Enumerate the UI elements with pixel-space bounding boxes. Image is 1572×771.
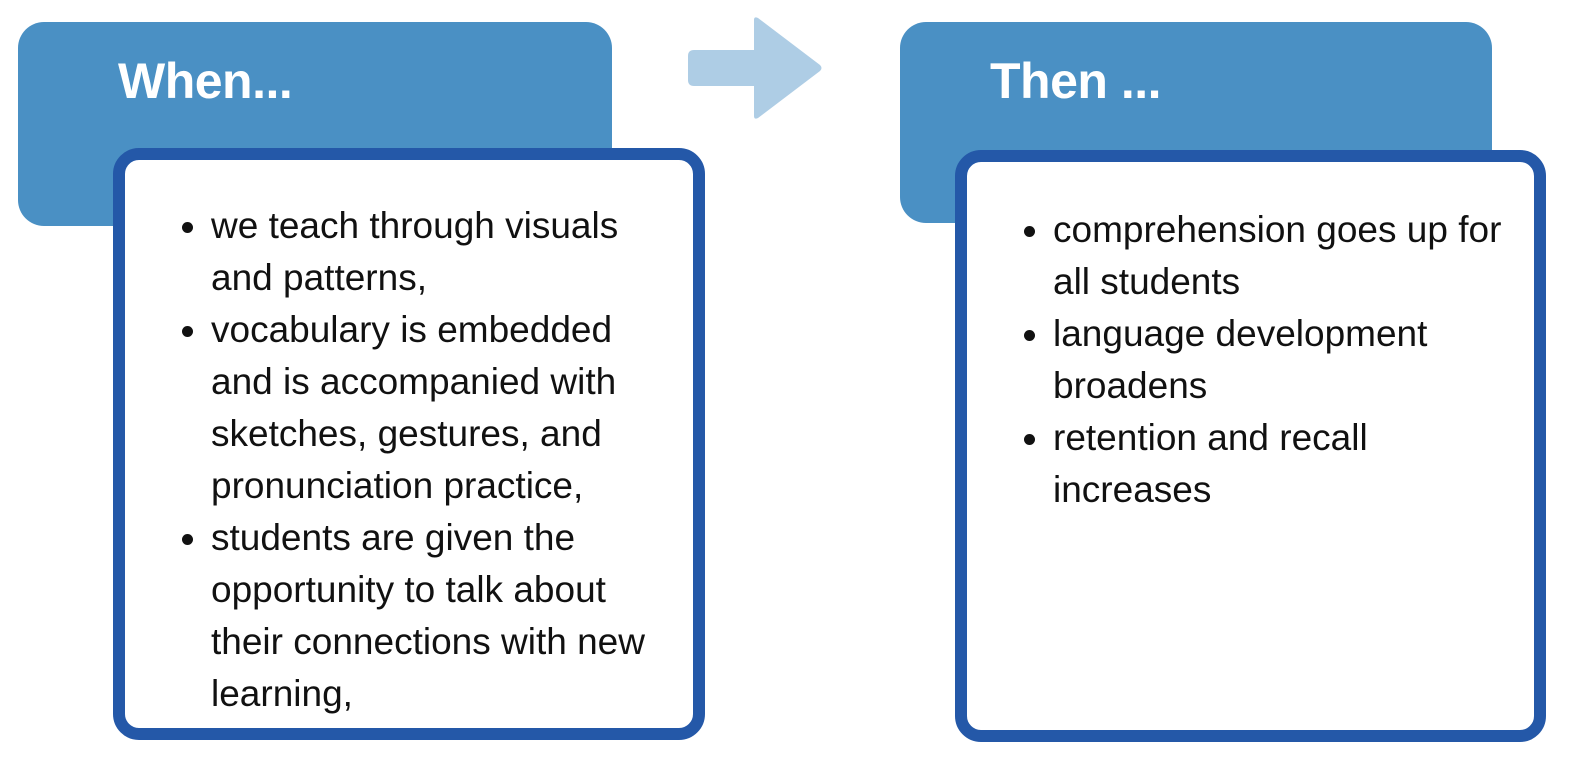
when-content-card: we teach through visuals and patterns, v… — [113, 148, 705, 740]
then-bullet-item-1: comprehension goes up for all students — [1015, 204, 1507, 308]
then-bullet-item-3: retention and recall increases — [1015, 412, 1507, 516]
then-bullet-item-2: language development broadens — [1015, 308, 1507, 412]
then-bullet-list: comprehension goes up for all students l… — [1015, 204, 1507, 516]
when-bullet-text-3: students are given the opportunity to ta… — [211, 517, 645, 714]
then-content-card: comprehension goes up for all students l… — [955, 150, 1546, 742]
then-header-title: Then ... — [990, 53, 1162, 109]
when-header-title: When... — [118, 53, 293, 109]
right-arrow-icon — [688, 17, 822, 119]
when-bullet-item-2: vocabulary is embedded and is accompanie… — [173, 304, 667, 512]
when-bullet-text-2: vocabulary is embedded and is accompanie… — [211, 309, 617, 506]
when-bullet-text-1: we teach through visuals and patterns, — [211, 205, 619, 298]
then-bullet-text-1: comprehension goes up for all students — [1053, 209, 1502, 302]
when-bullet-list: we teach through visuals and patterns, v… — [173, 200, 667, 720]
then-bullet-text-2: language development broadens — [1053, 313, 1428, 406]
then-bullet-text-3: retention and recall increases — [1053, 417, 1368, 510]
when-bullet-item-1: we teach through visuals and patterns, — [173, 200, 667, 304]
when-bullet-item-3: students are given the opportunity to ta… — [173, 512, 667, 720]
